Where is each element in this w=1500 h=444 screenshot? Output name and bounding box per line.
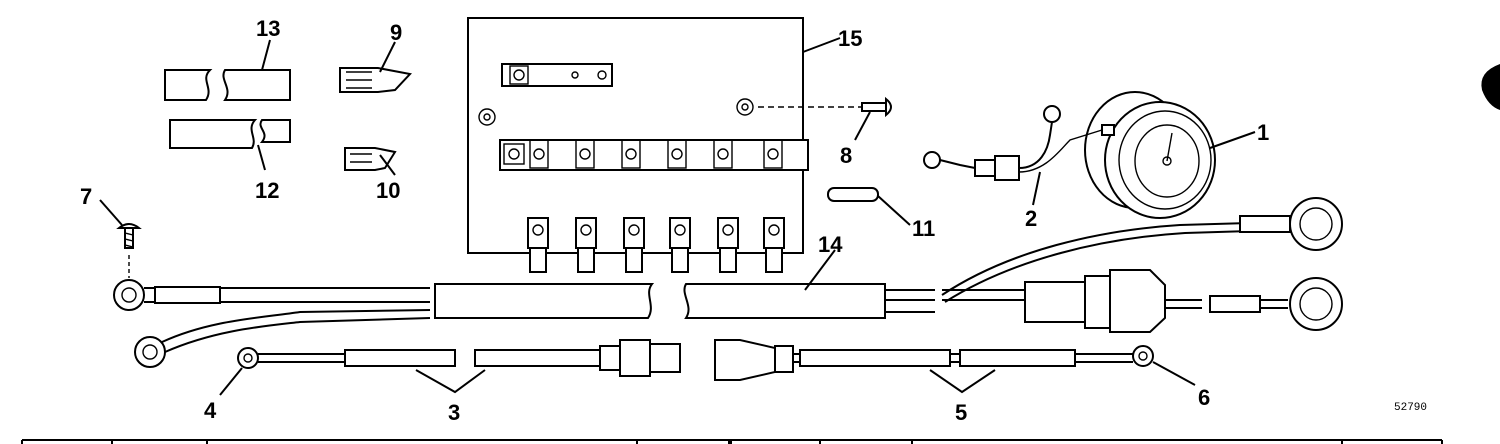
strip-terminals (529, 139, 783, 169)
sleeve-13 (164, 69, 291, 101)
gauge-1 (1084, 91, 1216, 219)
screw-7 (116, 223, 142, 278)
lead-5 (714, 339, 1154, 381)
callout-8: 8 (840, 143, 852, 168)
callout-9: 9 (390, 20, 402, 45)
screw-8 (758, 96, 892, 118)
callout-15: 15 (838, 26, 862, 51)
callout-14: 14 (818, 232, 843, 257)
callout-12: 12 (255, 178, 279, 203)
lead-3 (237, 339, 681, 377)
callout-3: 3 (448, 400, 460, 425)
callout-5: 5 (955, 400, 967, 425)
connector-9 (339, 67, 412, 93)
spade-terminals (527, 217, 785, 273)
callout-11: 11 (912, 216, 935, 241)
callout-7: 7 (80, 184, 92, 209)
edge-shape (1481, 64, 1500, 110)
callout-6: 6 (1198, 385, 1210, 410)
parts-table-header (21, 439, 1443, 444)
sleeve-12 (169, 119, 291, 149)
callout-10: 10 (376, 178, 400, 203)
connector-10 (344, 147, 397, 171)
terminal-board (467, 17, 809, 273)
leader-lines (99, 37, 1256, 396)
sender-lead-2 (923, 105, 1103, 181)
callout-13: 13 (256, 16, 280, 41)
figure-number: 52790 (1394, 402, 1427, 414)
main-harness-14 (113, 197, 1343, 368)
callout-4: 4 (204, 398, 217, 423)
callout-1: 1 (1257, 120, 1269, 145)
callout-2: 2 (1025, 206, 1037, 231)
pin-11 (827, 187, 879, 202)
